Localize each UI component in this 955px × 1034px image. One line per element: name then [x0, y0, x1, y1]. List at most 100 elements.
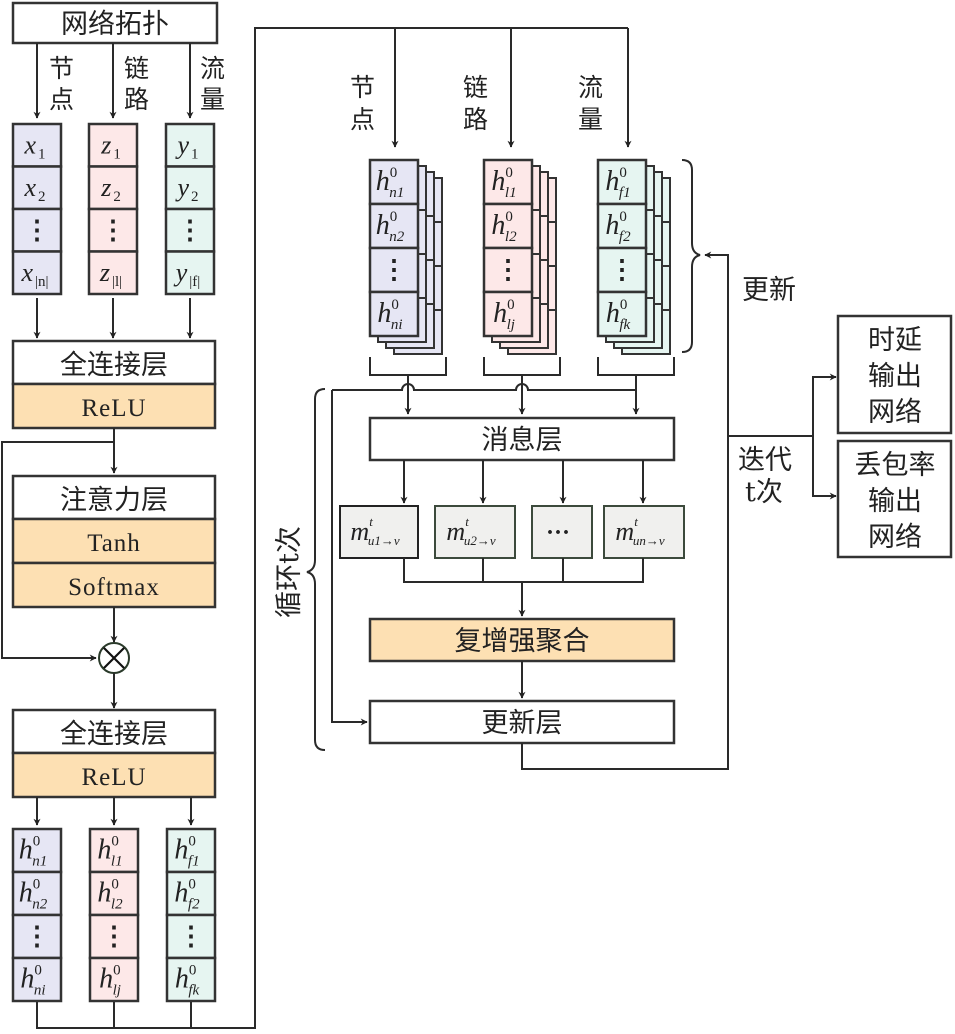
stack-node-front-cell: [368, 290, 420, 338]
stack-link-front-cell: [482, 246, 534, 294]
topology-box: 网络拓扑: [11, 1, 219, 45]
stack-flow-front-cell: [596, 246, 648, 294]
fc-layer-2-title: 全连接层: [60, 719, 168, 750]
right-label-flow-1: 流: [578, 73, 603, 102]
loop-brace: [306, 388, 326, 751]
right-label-flow-2: 量: [578, 105, 603, 134]
stack-link-front-cell: [482, 290, 534, 338]
message-layer-label: 消息层: [482, 425, 563, 456]
softmax-label: Softmax: [68, 574, 160, 601]
loop-label: 循环t次: [274, 526, 305, 618]
label-node-1: 节: [49, 54, 74, 83]
delay-line-1: 时延: [868, 325, 922, 356]
output-column-flow-cell: [165, 870, 217, 917]
message-layer: 消息层: [368, 416, 676, 462]
cell-label: ⋮: [381, 255, 407, 284]
input-column-node-cell: [11, 207, 63, 253]
stack-flow-front-cell: [596, 290, 648, 338]
arrow-delay-net: [812, 373, 837, 436]
input-column-node-cell: [11, 165, 63, 211]
cell-label: ⋮: [177, 215, 203, 244]
cell-label: ⋮: [24, 922, 50, 951]
iterate-label-1: 迭代: [738, 445, 792, 476]
relu-1-box: [11, 382, 217, 430]
update-brace: [681, 159, 701, 353]
loss-line-1: 丢包率: [855, 450, 936, 481]
cell-label: ⋮: [100, 215, 126, 244]
label-link-2: 路: [124, 85, 149, 114]
input-column-link-cell: [87, 250, 139, 296]
update-layer-label: 更新层: [482, 708, 563, 739]
output-column-node-cell: [11, 913, 63, 960]
arrow-update-feedback: [521, 251, 729, 770]
update-label: 更新: [742, 275, 796, 306]
cell-label: ⋮: [178, 922, 204, 951]
cell-label: ⋮: [495, 255, 521, 284]
input-column-node-cell: [11, 122, 63, 168]
output-column-node-cell: [11, 870, 63, 917]
right-label-node-2: 点: [350, 105, 375, 134]
cell-label: y|f|: [173, 258, 201, 290]
aggregation-layer: 复增强聚合: [368, 617, 676, 663]
label-node-2: 点: [49, 85, 74, 114]
output-column-node-cell: [11, 956, 63, 1003]
softmax-box: [11, 561, 217, 609]
stack-flow-front-cell: [596, 202, 648, 250]
label-link-1: 链: [124, 54, 149, 83]
arrow-loss-net: [812, 436, 837, 500]
loss-line-3: 网络: [868, 522, 922, 553]
tanh-label: Tanh: [87, 530, 141, 557]
delay-line-3: 网络: [868, 397, 922, 428]
input-column-flow-cell: [164, 165, 216, 211]
stack-flow-front-cell: [596, 158, 648, 206]
output-column-node-cell: [11, 827, 63, 874]
message-merge: [403, 558, 644, 583]
cell-label: x|n|: [20, 258, 48, 290]
cell-label: ⋮: [101, 922, 127, 951]
arrow-loop-update: [331, 390, 368, 726]
cell-label: ⋮: [24, 215, 50, 244]
relu-2-label: ReLU: [81, 764, 146, 791]
input-column-node-cell: [11, 250, 63, 296]
aggregation-label: 复增强聚合: [455, 626, 590, 657]
stack-link-front-cell: [482, 202, 534, 250]
delay-line-2: 输出: [868, 361, 922, 392]
fc-layer-2: 全连接层 ReLU: [11, 708, 217, 799]
relu-1-label: ReLU: [81, 395, 146, 422]
right-label-link-1: 链: [463, 73, 488, 102]
cell-label: z|l|: [99, 258, 122, 290]
topology-label: 网络拓扑: [61, 9, 169, 40]
stack-flow-bracket: [597, 357, 675, 392]
relu-2-box: [11, 751, 217, 799]
input-column-flow-cell: [164, 122, 216, 168]
output-column-flow-cell: [165, 827, 217, 874]
